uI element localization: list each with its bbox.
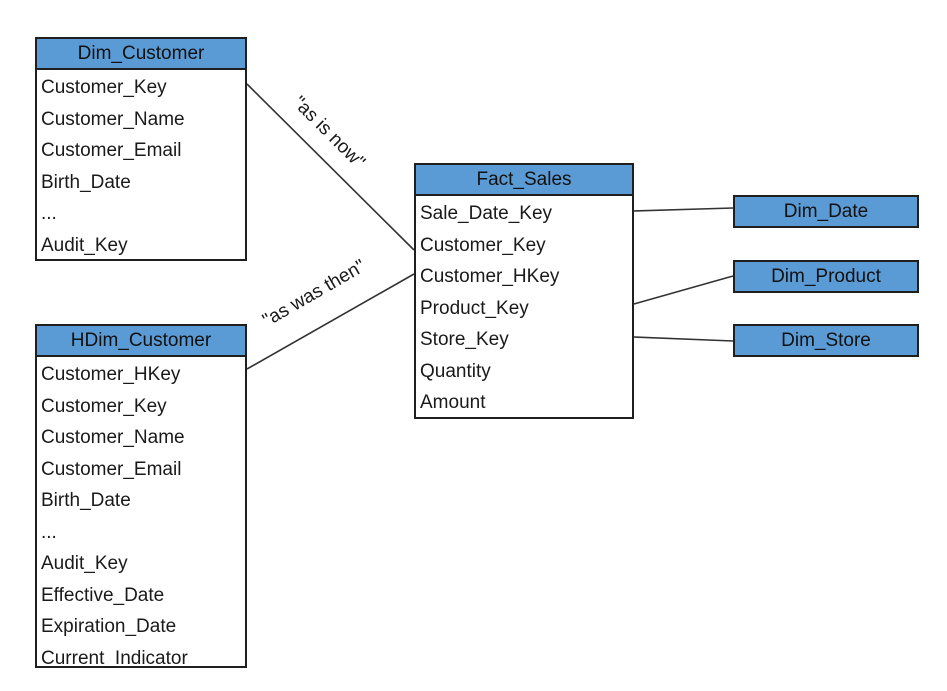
- dim-customer-title: Dim_Customer: [37, 39, 245, 70]
- hdim-customer-table: HDim_Customer Customer_HKey Customer_Key…: [35, 324, 247, 669]
- field-effective-date: Effective_Date: [41, 584, 165, 606]
- dim-date-box: Dim_Date: [733, 195, 919, 228]
- fact-sales-title: Fact_Sales: [416, 165, 632, 196]
- dim-product-box: Dim_Product: [733, 260, 919, 293]
- field-customer-key: Customer_Key: [420, 234, 546, 256]
- field-customer-hkey: Customer_HKey: [41, 364, 181, 385]
- hdim-customer-title: HDim_Customer: [37, 326, 245, 357]
- field-audit-key: Audit_Key: [41, 234, 128, 256]
- line-dim-customer-to-customer-key: [246, 83, 415, 251]
- line-hdim-customer-to-customer-hkey: [246, 273, 415, 370]
- fact-sales-table: Fact_Sales Sale_Date_Key Customer_Key Cu…: [414, 163, 634, 419]
- field-store-key: Store_Key: [420, 329, 509, 350]
- field-birth-date: Birth_Date: [41, 171, 131, 193]
- field-customer-key: Customer_Key: [41, 77, 167, 98]
- field-ellipsis: ...: [41, 203, 57, 224]
- dim-customer-table: Dim_Customer Customer_Key Customer_Name …: [35, 37, 247, 261]
- hdim-customer-fields: Customer_HKey Customer_Key Customer_Name…: [37, 357, 245, 674]
- field-customer-key: Customer_Key: [41, 395, 167, 417]
- field-expiration-date: Expiration_Date: [41, 616, 177, 637]
- field-birth-date: Birth_Date: [41, 490, 131, 511]
- field-current-indicator: Current_Indicator: [41, 647, 188, 669]
- field-customer-email: Customer_Email: [41, 140, 182, 161]
- line-fact-to-dim-product: [633, 275, 734, 305]
- field-customer-name: Customer_Name: [41, 108, 185, 130]
- fact-sales-fields: Sale_Date_Key Customer_Key Customer_HKey…: [416, 196, 632, 419]
- dim-customer-fields: Customer_Key Customer_Name Customer_Emai…: [37, 70, 245, 261]
- field-customer-hkey: Customer_HKey: [420, 266, 560, 287]
- field-ellipsis: ...: [41, 521, 57, 543]
- line-fact-to-dim-date: [633, 207, 734, 212]
- line-fact-to-dim-store: [633, 336, 734, 342]
- dim-store-box: Dim_Store: [733, 324, 919, 357]
- field-customer-email: Customer_Email: [41, 458, 182, 480]
- field-quantity: Quantity: [420, 360, 491, 382]
- field-amount: Amount: [420, 392, 486, 413]
- field-product-key: Product_Key: [420, 297, 529, 319]
- field-sale-date-key: Sale_Date_Key: [420, 203, 553, 224]
- field-customer-name: Customer_Name: [41, 427, 185, 448]
- field-audit-key: Audit_Key: [41, 553, 128, 574]
